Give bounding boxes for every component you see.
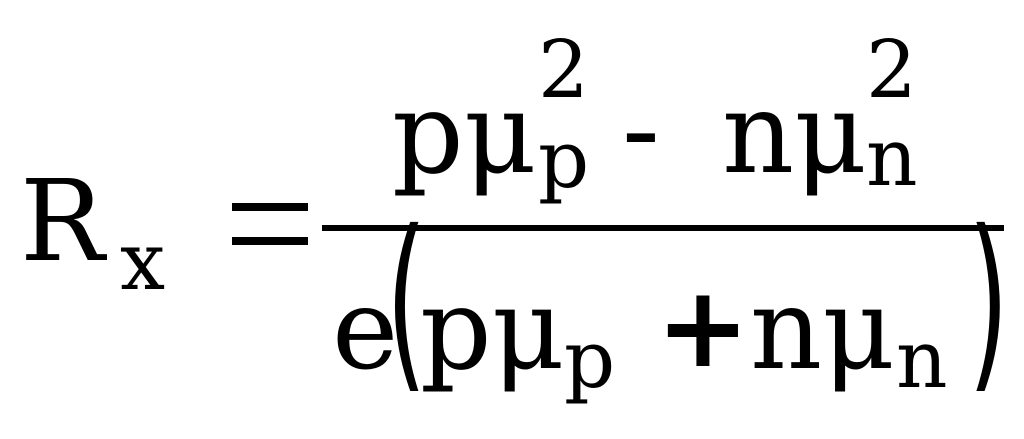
denominator-term1-base: pμ — [420, 265, 565, 395]
denominator-close-paren: ) — [968, 190, 1009, 411]
equals-text: = — [232, 164, 326, 276]
numerator-term2-base: nμ — [722, 69, 867, 199]
denominator-coef: e — [332, 265, 399, 395]
numerator-term1-sub: p — [538, 113, 590, 206]
denominator-term2-base: nμ — [750, 265, 895, 395]
numerator-term2-sup: 2 — [866, 23, 917, 116]
numerator-term2-sub: n — [866, 111, 918, 204]
denominator-operator: + — [656, 263, 750, 393]
equals-bar-top — [232, 203, 308, 211]
lhs-subscript: x — [120, 215, 166, 308]
numerator-term1-base: pμ — [392, 69, 537, 199]
denominator-term2-sub: n — [896, 313, 948, 406]
fraction-bar — [322, 225, 1004, 231]
numerator-operator: - — [622, 65, 660, 195]
numerator-term1-sup: 2 — [538, 23, 589, 116]
equals-bar-bottom — [232, 237, 308, 245]
denominator-open-paren: ( — [386, 190, 427, 411]
denominator-term1-sub: p — [564, 313, 616, 406]
lhs-symbol: R — [20, 157, 105, 287]
